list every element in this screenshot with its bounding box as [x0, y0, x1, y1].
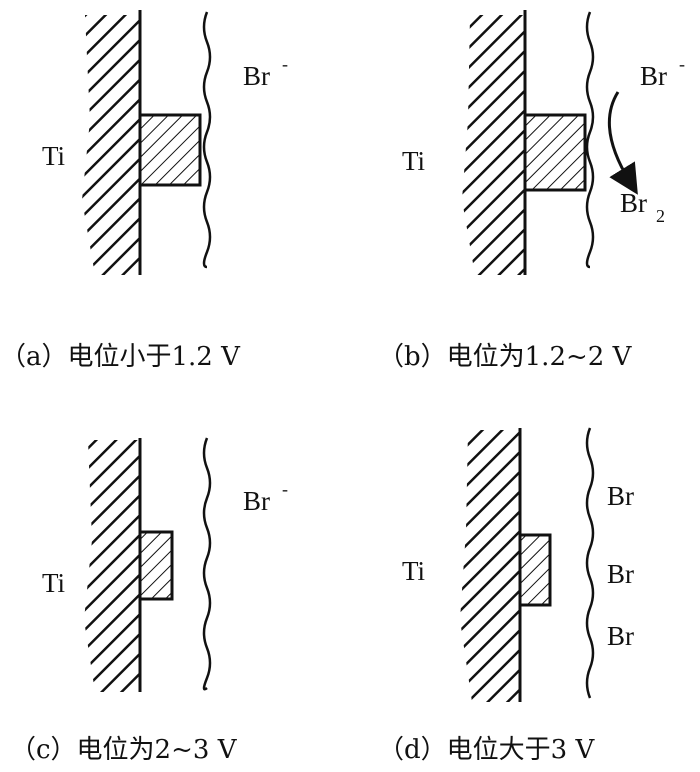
ion-charge: -: [282, 479, 288, 499]
oxide-film: [518, 533, 552, 607]
oxidation-arrow: [607, 91, 638, 195]
ion-charge: -: [679, 54, 685, 74]
ti-electrode: [460, 430, 520, 702]
electrolyte-boundary: [585, 11, 595, 269]
caption-b: （b）电位为1.2~2 V: [378, 342, 633, 372]
adsorbed-br-2: Br: [607, 559, 634, 589]
metal-label: Ti: [42, 141, 65, 171]
metal-label: Ti: [402, 556, 425, 586]
electrolyte-boundary: [202, 11, 212, 269]
ion-label: Br: [640, 61, 667, 91]
panel-a: Ti Br - （a）电位小于1.2 V: [0, 10, 288, 372]
caption-c: （c）电位为2~3 V: [10, 735, 238, 765]
ti-electrode: [82, 15, 140, 275]
ion-label: Br: [243, 486, 270, 516]
panel-c: Ti Br - （c）电位为2~3 V: [10, 437, 288, 765]
caption-d: （d）电位大于3 V: [378, 735, 595, 765]
oxide-film: [523, 113, 587, 192]
product-subscript: 2: [656, 206, 665, 226]
ti-electrode: [84, 440, 140, 692]
panel-d: Ti Br Br Br （d）电位大于3 V: [378, 427, 634, 765]
caption-a: （a）电位小于1.2 V: [0, 342, 241, 372]
electrolyte-boundary: [585, 427, 595, 699]
ion-charge: -: [282, 54, 288, 74]
metal-label: Ti: [42, 568, 65, 598]
oxide-film: [138, 530, 174, 601]
panel-b: Ti Br - Br 2 （b）电位为1.2~2 V: [378, 10, 685, 372]
adsorbed-br-3: Br: [607, 621, 634, 651]
adsorbed-br-1: Br: [607, 481, 634, 511]
ion-label: Br: [243, 61, 270, 91]
product-label: Br: [620, 188, 647, 218]
oxide-film: [138, 113, 202, 187]
electrolyte-boundary: [202, 437, 212, 691]
ti-electrode: [462, 15, 525, 275]
metal-label: Ti: [402, 146, 425, 176]
